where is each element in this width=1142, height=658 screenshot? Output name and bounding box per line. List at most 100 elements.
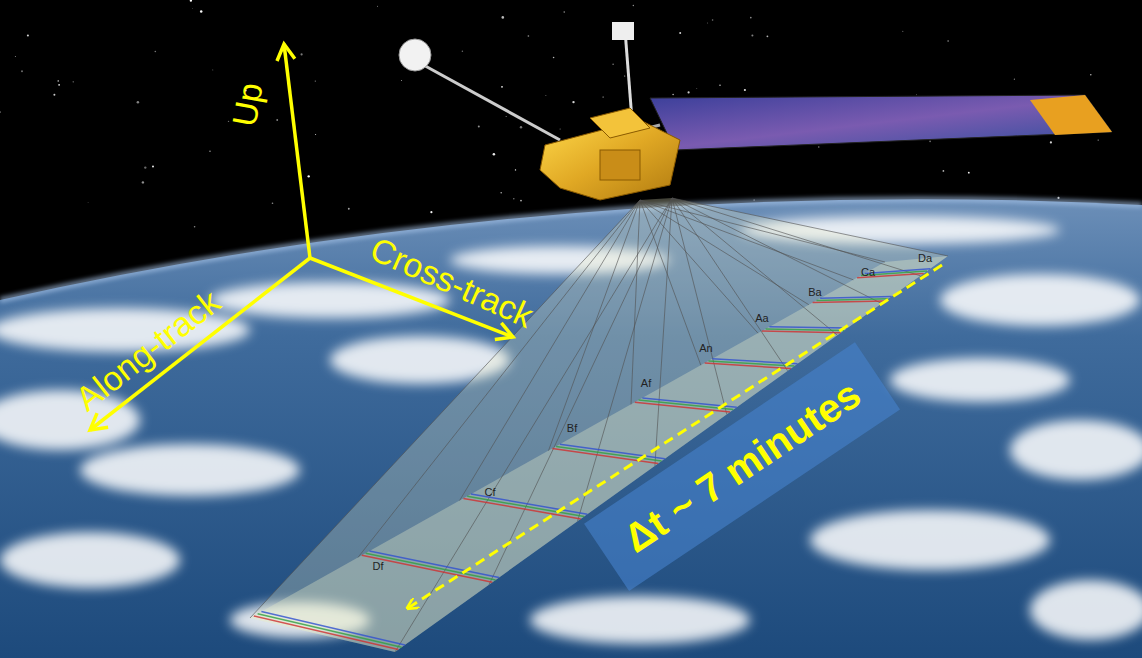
- star: [712, 19, 714, 21]
- star: [502, 16, 505, 19]
- star: [679, 32, 681, 34]
- star: [767, 35, 769, 37]
- star: [744, 89, 746, 91]
- star: [545, 94, 547, 96]
- star: [553, 57, 555, 59]
- footprint-band: [366, 553, 496, 580]
- star: [500, 192, 502, 194]
- star: [430, 211, 432, 213]
- star: [513, 198, 515, 200]
- view-ray: [640, 200, 701, 365]
- camera-fan: [250, 198, 948, 652]
- star: [478, 126, 480, 128]
- star: [301, 53, 303, 55]
- star: [751, 34, 753, 36]
- star: [194, 226, 196, 228]
- star: [501, 86, 503, 88]
- view-ray: [655, 198, 672, 466]
- star: [818, 146, 819, 147]
- star: [916, 94, 918, 96]
- star: [560, 129, 561, 130]
- camera-label: Af: [641, 377, 651, 389]
- star: [137, 101, 140, 104]
- earth: [0, 199, 1142, 658]
- view-ray: [640, 200, 853, 280]
- view-ray: [672, 198, 837, 335]
- star: [1014, 79, 1015, 80]
- view-ray: [549, 200, 641, 451]
- star: [190, 0, 192, 2]
- star: [612, 63, 613, 64]
- view-cone: [250, 198, 948, 652]
- star: [696, 87, 698, 89]
- star: [902, 31, 903, 32]
- star: [21, 70, 23, 72]
- star: [58, 84, 60, 86]
- star: [315, 80, 316, 81]
- view-ray: [672, 198, 920, 276]
- star: [1090, 74, 1092, 76]
- star: [633, 5, 634, 6]
- footprint-band: [769, 327, 847, 328]
- view-ray: [250, 200, 640, 618]
- view-ray: [631, 200, 640, 404]
- footprint-band: [712, 359, 797, 364]
- star: [377, 5, 379, 7]
- camera-label: Cf: [485, 486, 496, 498]
- footprint-band: [556, 446, 661, 461]
- footprint-band: [560, 444, 665, 459]
- footprint-band: [369, 551, 499, 578]
- footprint-band: [362, 555, 493, 582]
- star: [947, 40, 948, 41]
- star: [15, 56, 16, 57]
- star: [688, 91, 690, 93]
- star: [87, 202, 89, 204]
- star: [276, 119, 278, 121]
- star: [719, 85, 720, 86]
- view-ray: [460, 200, 640, 501]
- star: [0, 111, 1, 113]
- star: [624, 75, 625, 76]
- star: [272, 202, 274, 204]
- star: [53, 94, 55, 96]
- camera-label: Bf: [567, 422, 577, 434]
- camera-label: Ba: [808, 286, 821, 298]
- camera-label: An: [699, 342, 712, 354]
- star: [192, 8, 194, 10]
- footprint-band: [261, 612, 405, 645]
- star: [308, 175, 310, 177]
- star: [520, 200, 522, 202]
- axis-label: Up: [225, 79, 271, 129]
- view-ray: [640, 200, 809, 305]
- view-ray: [672, 198, 948, 256]
- star: [462, 51, 464, 53]
- view-ray: [640, 200, 885, 262]
- star: [57, 80, 58, 81]
- star: [1098, 139, 1099, 140]
- star: [200, 10, 203, 13]
- axes: [90, 44, 513, 430]
- star: [603, 96, 604, 97]
- star: [209, 151, 210, 152]
- star: [572, 101, 574, 103]
- star: [401, 80, 403, 82]
- footprint-band: [816, 299, 888, 301]
- star: [212, 69, 214, 71]
- camera-label: Ca: [861, 266, 875, 278]
- view-ray: [358, 200, 640, 558]
- star: [564, 11, 565, 12]
- camera-label: Da: [918, 252, 932, 264]
- star: [493, 153, 496, 156]
- star: [154, 51, 156, 53]
- star: [707, 22, 709, 24]
- camera-label: Df: [373, 560, 384, 572]
- star: [142, 181, 144, 183]
- footprint-band: [766, 329, 844, 331]
- footprint-band: [813, 301, 885, 303]
- star: [672, 94, 673, 95]
- star: [73, 81, 74, 82]
- star: [520, 126, 522, 128]
- star: [528, 35, 530, 37]
